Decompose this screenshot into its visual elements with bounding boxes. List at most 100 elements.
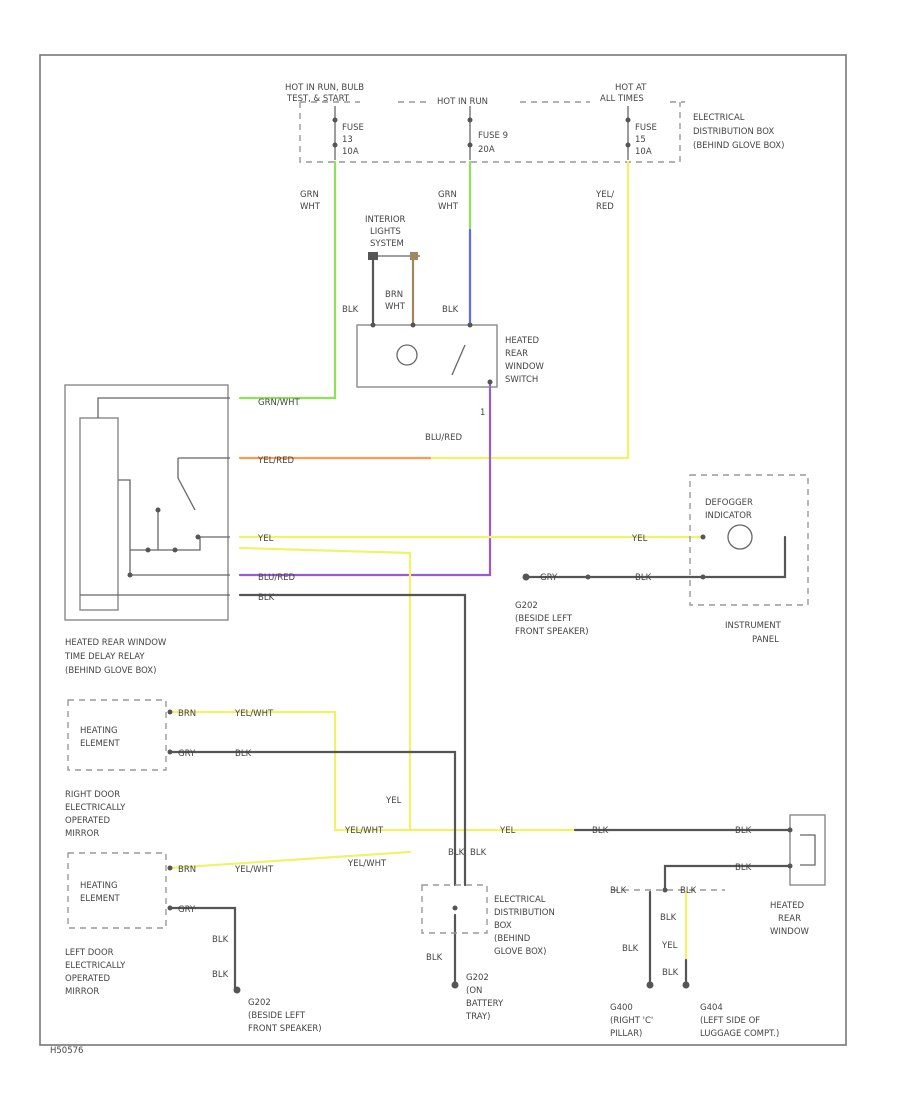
wire-label-blk-4: BLK — [235, 749, 252, 759]
wire-label-pin-1: 1 — [480, 408, 485, 418]
wire-label-blk-h: BLK — [258, 593, 275, 603]
heat-r-label-2: ELEMENT — [80, 739, 121, 749]
heat-r-label-1: HEATING — [80, 726, 118, 736]
interior-label-2: LIGHTS — [370, 227, 401, 237]
wire-yel-wht-r — [168, 710, 412, 832]
wire-label-grn-2b: WHT — [438, 202, 459, 212]
edb-lower-label-5: GLOVE BOX) — [494, 947, 546, 957]
switch-label-4: SWITCH — [505, 375, 538, 385]
switch-label-2: REAR — [505, 349, 528, 359]
defogger-indicator: DEFOGGER INDICATOR INSTRUMENT PANEL — [689, 474, 809, 645]
wire-blu-red — [238, 380, 492, 577]
g202c-label-2: (ON — [466, 986, 482, 996]
rdoor-label-3: OPERATED — [65, 816, 110, 826]
fuse-b-rating: 20A — [478, 145, 495, 155]
wire-label-blured-h: BLU/RED — [258, 573, 296, 583]
heated-rear-window: HEATED REAR WINDOW — [770, 814, 826, 937]
wire-label-brnwht-b: WHT — [385, 302, 406, 312]
wire-label-yelwht-2: YEL/WHT — [344, 826, 384, 836]
g202-left-speaker-a: G202 (BESIDE LEFT FRONT SPEAKER) — [515, 573, 591, 637]
wire-label-brn-1: BRN — [178, 709, 196, 719]
hrw-label-3: WINDOW — [770, 927, 810, 937]
wire-label-blk-v2: BLK — [470, 848, 487, 858]
wire-blk-mirror-r — [168, 750, 457, 887]
wire-label-yelred-a: YEL/ — [595, 190, 614, 200]
interior-lights-system: INTERIOR LIGHTS SYSTEM — [365, 215, 420, 260]
wire-label-blk-8: BLK — [212, 970, 229, 980]
wire-label-grn-1a: GRN — [300, 190, 319, 200]
g202c-label-1: G202 — [466, 973, 489, 983]
distribution-box-lower: ELECTRICAL DISTRIBUTION BOX (BEHIND GLOV… — [421, 884, 555, 957]
wire-label-yelred-h: YEL/RED — [257, 456, 294, 466]
wire-labels: GRN WHT GRN WHT YEL/ RED BLK BRN WHT BLK… — [178, 190, 752, 980]
g202a-label-2: (BESIDE LEFT — [515, 614, 573, 624]
g202a-label-3: FRONT SPEAKER) — [515, 627, 589, 637]
wire-label-blk-v1: BLK — [448, 848, 465, 858]
defog-label-1: DEFOGGER — [705, 498, 753, 508]
g400-label-3: PILLAR) — [610, 1029, 642, 1039]
heat-l-label-1: HEATING — [80, 881, 118, 891]
ldoor-label-4: MIRROR — [65, 987, 99, 997]
g202-battery-tray: G202 (ON BATTERY TRAY) — [451, 973, 504, 1022]
relay-label-1: HEATED REAR WINDOW — [65, 638, 167, 648]
wire-label-yelred-b: RED — [596, 202, 614, 212]
hot-label-2: HOT IN RUN — [437, 97, 488, 107]
wire-label-yel-2: YEL — [499, 826, 516, 836]
wire-yel-wht-l — [168, 850, 412, 870]
wire-label-blk-9: BLK — [735, 863, 752, 873]
interior-label-3: SYSTEM — [370, 239, 404, 249]
wire-label-blk-2: BLK — [442, 305, 459, 315]
ldoor-label-2: ELECTRICALLY — [65, 961, 126, 971]
fuse-box: HOT IN RUN, BULB TEST, & START HOT IN RU… — [285, 83, 784, 163]
g404-label-1: G404 — [700, 1003, 723, 1013]
fuse-c-label: FUSE — [635, 123, 657, 133]
ldoor-label-1: LEFT DOOR — [65, 948, 114, 958]
wire-label-blk-5: BLK — [592, 826, 609, 836]
wire-label-brn-2: BRN — [178, 865, 196, 875]
relay-label-2: TIME DELAY RELAY — [64, 652, 145, 662]
wire-blk-mirror-l — [168, 906, 237, 992]
edb-lower-label-2: DISTRIBUTION — [494, 908, 555, 918]
g202-left-speaker-b: G202 (BESIDE LEFT FRONT SPEAKER) — [233, 986, 322, 1034]
rear-window-grounds: G400 (RIGHT 'C' PILLAR) G404 (LEFT SIDE … — [610, 887, 779, 1039]
wire-label-gry-2: GRY — [178, 749, 196, 759]
heated-rear-window-switch: HEATED REAR WINDOW SWITCH — [356, 322, 545, 388]
wire-label-yelwht-4: YEL/WHT — [347, 859, 387, 869]
wire-label-yel-right: YEL — [631, 534, 648, 544]
edb-label-3: (BEHIND GLOVE BOX) — [693, 141, 784, 151]
instrument-label-2: PANEL — [752, 635, 779, 645]
fuse-c-rating: 10A — [635, 147, 652, 157]
switch-label-1: HEATED — [505, 336, 539, 346]
wire-label-blk-12: BLK — [622, 944, 639, 954]
wire-label-blk-14: BLK — [610, 886, 627, 896]
wire-label-blk-15: BLK — [680, 886, 697, 896]
wire-label-blk-6: BLK — [735, 826, 752, 836]
defog-label-2: INDICATOR — [705, 511, 752, 521]
right-door-mirror: HEATING ELEMENT RIGHT DOOR ELECTRICALLY … — [65, 699, 173, 839]
g404-label-2: (LEFT SIDE OF — [700, 1016, 760, 1026]
edb-lower-label-3: BOX — [494, 921, 512, 931]
wire-label-blk-1: BLK — [342, 305, 359, 315]
wire-label-grnwht-h: GRN/WHT — [258, 398, 301, 408]
fuse-a-rating: 10A — [342, 147, 359, 157]
relay-label-3: (BEHIND GLOVE BOX) — [65, 666, 156, 676]
wire-blk-defog — [586, 535, 787, 579]
wire-grn-wht-a — [238, 160, 337, 400]
wire-label-yel-h: YEL — [257, 534, 274, 544]
hot-label-3: HOT AT — [615, 83, 647, 93]
edb-lower-label-4: (BEHIND — [494, 934, 531, 944]
wire-yel-red-v — [428, 160, 630, 460]
wire-label-grn-1b: WHT — [300, 202, 321, 212]
edb-label-1: ELECTRICAL — [693, 113, 745, 123]
edb-label-2: DISTRIBUTION BOX — [693, 127, 774, 137]
wire-label-yel-3: YEL — [661, 941, 678, 951]
g202b-label-1: G202 — [248, 998, 271, 1008]
hot-label-1: HOT IN RUN, BULB — [285, 83, 364, 93]
g404-label-3: LUGGAGE COMPT.) — [700, 1029, 779, 1039]
wire-blk-edb — [238, 593, 467, 887]
rdoor-label-4: MIRROR — [65, 829, 99, 839]
hot-label-3b: ALL TIMES — [600, 94, 644, 104]
fuse-b-label: FUSE 9 — [478, 131, 508, 141]
g400-label-2: (RIGHT 'C' — [610, 1016, 653, 1026]
